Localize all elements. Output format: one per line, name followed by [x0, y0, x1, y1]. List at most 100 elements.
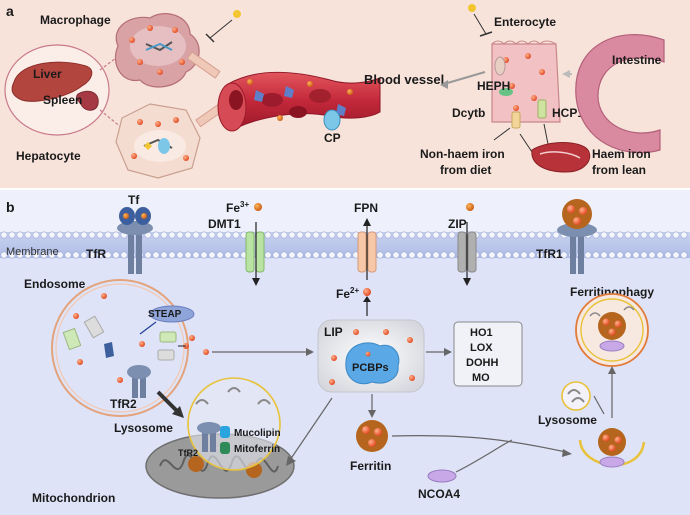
- steap-label: STEAP: [148, 309, 182, 320]
- membrane-lipid-head: [384, 231, 392, 239]
- arrow-head: [252, 278, 260, 286]
- iron-dot: [123, 213, 129, 219]
- red-blood-cell: [261, 93, 283, 107]
- membrane-lipid-head: [152, 251, 160, 259]
- arrow-head: [363, 296, 371, 302]
- membrane-lipid-head: [312, 251, 320, 259]
- membrane-lipid-head: [528, 231, 536, 239]
- lysosome-fragment: [623, 306, 635, 311]
- tfr-stem: [128, 232, 134, 274]
- membrane-lipid-head: [624, 251, 632, 259]
- membrane-lipid-head: [544, 251, 552, 259]
- ferritinophagy-label: Ferritinophagy: [570, 285, 654, 299]
- iron-dot: [567, 205, 575, 213]
- membrane-lipid-head: [160, 231, 168, 239]
- hepatocyte-cell: Hepatocyte: [16, 103, 201, 179]
- membrane-lipid-head: [304, 231, 312, 239]
- intestine-label: Intestine: [612, 53, 662, 67]
- membrane-lipid-head: [480, 231, 488, 239]
- enterocyte-label: Enterocyte: [494, 15, 556, 29]
- membrane-lipid-head: [272, 251, 280, 259]
- iron-dot: [365, 351, 371, 357]
- pcbps-icon: [345, 342, 400, 385]
- membrane-lipid-head: [32, 251, 40, 259]
- tfr2-stem: [132, 368, 138, 398]
- iron-dot: [141, 213, 147, 219]
- enzyme-lox: LOX: [470, 342, 493, 354]
- membrane-lipid-head: [408, 251, 416, 259]
- fe3-icon: [254, 203, 262, 211]
- tfr2-small-label: TfR2: [178, 448, 198, 458]
- endosome: Endosome STEAP: [24, 277, 209, 417]
- labile-iron-pool: LIP PCBPs: [317, 319, 425, 393]
- lysosome-right-label: Lysosome: [538, 413, 597, 427]
- hepatocyte-diamond: [144, 142, 152, 150]
- iron-dot: [117, 377, 123, 383]
- membrane-lipid-head: [8, 231, 16, 239]
- lysosome-left-label: Lysosome: [114, 421, 173, 435]
- hepatocyte-label: Hepatocyte: [16, 149, 81, 163]
- ferritin-icon: [188, 456, 204, 472]
- membrane-lipid-head: [552, 231, 560, 239]
- membrane-lipid-head: [96, 231, 104, 239]
- macrophage-fpn-channel: [186, 51, 221, 79]
- lysosome-right-membrane: [561, 381, 591, 411]
- ferritin-icon: [356, 420, 388, 452]
- dmt1-transporter: Fe3+ DMT1: [208, 200, 265, 286]
- membrane-lipid-head: [504, 251, 512, 259]
- membrane-lipid-head: [488, 231, 496, 239]
- membrane-lipid-head: [40, 231, 48, 239]
- membrane-lipid-head: [0, 251, 8, 259]
- mucolipin-icon: [220, 426, 230, 438]
- membrane-lipid-head: [120, 251, 128, 259]
- membrane-lipid-head: [232, 251, 240, 259]
- transferrin-icon: [284, 86, 294, 98]
- membrane-lipid-head: [384, 251, 392, 259]
- membrane-lipid-head: [520, 251, 528, 259]
- membrane-lipid-head: [328, 251, 336, 259]
- hcp1-icon: [537, 99, 547, 119]
- inhibition-bar: [479, 31, 493, 37]
- inhibition-line: [209, 19, 233, 39]
- blood-vessel-tube: [227, 71, 381, 131]
- fpn-label: FPN: [354, 201, 378, 215]
- membrane-lipid-head: [400, 251, 408, 259]
- membrane-lipid-head: [344, 231, 352, 239]
- membrane-label: Membrane: [6, 246, 59, 258]
- membrane-lipid-head: [656, 231, 664, 239]
- ferritin-icon: [598, 428, 626, 456]
- iron-dot: [539, 69, 545, 75]
- membrane-lipid-head: [216, 251, 224, 259]
- membrane-lipid-head: [72, 231, 80, 239]
- iron-dot: [513, 105, 519, 111]
- iron-dot: [73, 313, 79, 319]
- iron-dot: [77, 359, 83, 365]
- tf-tfr-complex: Tf TfR: [86, 193, 153, 274]
- tfr2-head: [127, 365, 151, 379]
- membrane-lipid-head: [400, 231, 408, 239]
- fe2-label: Fe2+: [336, 286, 359, 301]
- macrophage-dna-icon: [145, 41, 173, 52]
- macrophage-nucleus: [130, 26, 186, 66]
- membrane-lipid-head: [648, 231, 656, 239]
- membrane-lipid-head: [264, 231, 272, 239]
- membrane-lipid-head: [496, 251, 504, 259]
- membrane-lipid-head: [632, 231, 640, 239]
- lysosome-tfr2-stem: [202, 424, 208, 452]
- membrane-lipid-head: [448, 231, 456, 239]
- membrane-lipid-head: [624, 231, 632, 239]
- enterocyte-cell: Enterocyte HEPH Dcytb HCP1: [452, 15, 584, 129]
- lysosome-tfr2-head: [197, 422, 221, 434]
- membrane-lipid-head: [560, 251, 568, 259]
- membrane-lipid-head: [224, 251, 232, 259]
- arrow-head: [363, 218, 371, 226]
- iron-dot: [137, 59, 143, 65]
- zip-channel: [457, 231, 467, 273]
- iron-dot: [307, 81, 313, 87]
- membrane-lipid-head: [392, 251, 400, 259]
- panel-b: b Membrane Tf TfR Fe3+ DMT1: [0, 190, 690, 515]
- membrane-lipid-head: [416, 251, 424, 259]
- intestine-icon: Intestine: [575, 34, 665, 154]
- membrane-lipid-head: [304, 251, 312, 259]
